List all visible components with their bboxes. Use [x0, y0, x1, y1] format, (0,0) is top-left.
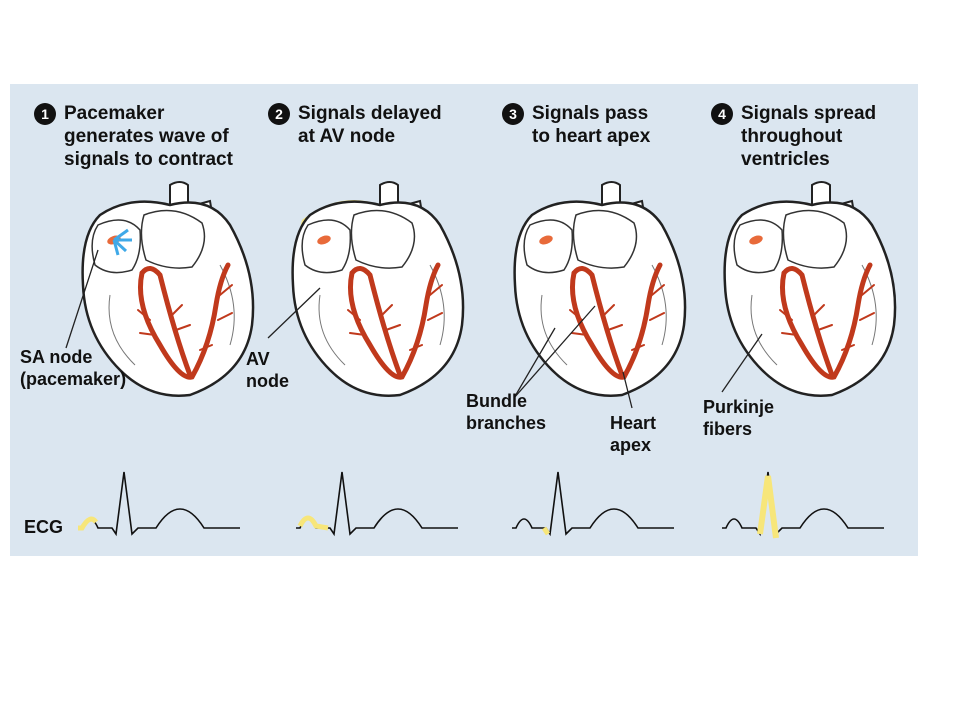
ecg-label: ECG: [24, 517, 64, 537]
pacemaker-arrows: [112, 228, 132, 256]
step-number: 2: [268, 103, 290, 125]
step-title: Signals pass to heart apex: [532, 103, 651, 147]
step-title: Signals delayed at AV node: [298, 103, 442, 147]
sa-node-label: SA node (pacemaker): [20, 347, 127, 389]
heart-apex-label: Heart apex: [610, 413, 657, 455]
heart-step-4: [725, 182, 895, 396]
ecg-trace-4: [722, 471, 884, 539]
purkinje-fibers-label: Purkinje fibers: [703, 397, 775, 439]
step-number: 3: [502, 103, 524, 125]
av-node-label: AV node: [246, 349, 289, 391]
step-title: Signals spread throughout ventricles: [741, 103, 877, 170]
step-title: Pacemaker generates wave of signals to c…: [64, 103, 233, 170]
step-number: 1: [34, 103, 56, 125]
bundle-branches-label: Bundle branches: [466, 391, 547, 433]
heart-step-1: [83, 182, 253, 396]
heart-step-3: [515, 182, 685, 396]
ecg-trace-1: [78, 471, 240, 537]
step-number: 4: [711, 103, 733, 125]
heart-step-2: [293, 182, 463, 396]
ecg-trace-2: [296, 471, 458, 537]
ecg-trace-3: [512, 471, 674, 537]
